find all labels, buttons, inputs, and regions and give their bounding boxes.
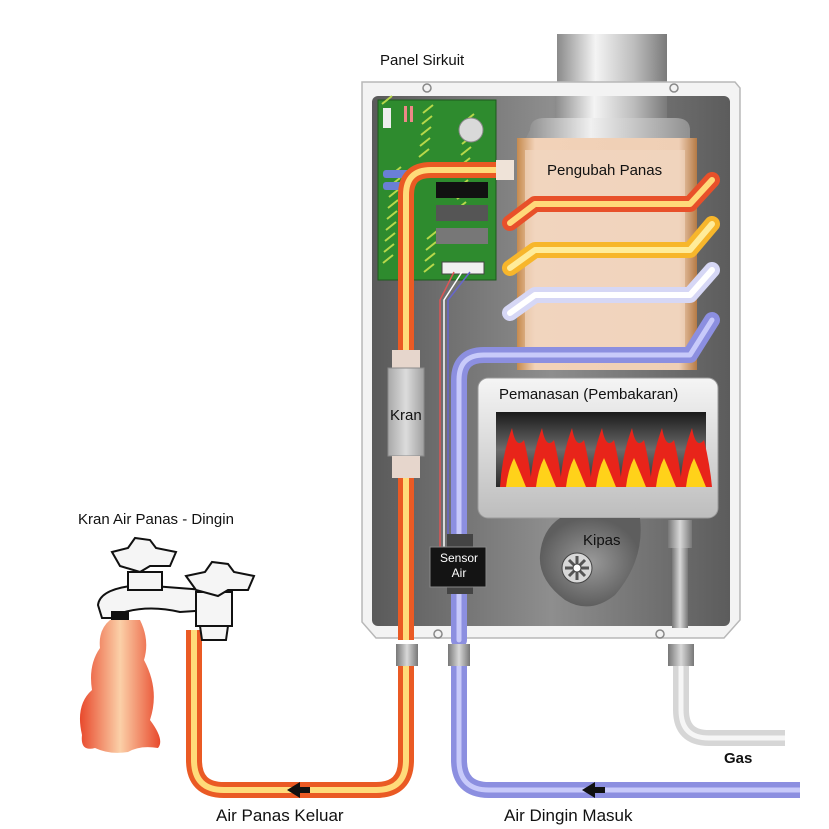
pcb-trace <box>419 137 431 147</box>
flame <box>530 428 562 487</box>
pcb-trace <box>383 243 395 253</box>
pcb-trace <box>385 221 397 231</box>
label-sensor-line1: Sensor <box>439 551 479 565</box>
label-sensor-line2: Air <box>451 566 467 580</box>
cold-inlet-fitting <box>448 644 470 666</box>
sensor-wire <box>439 271 455 550</box>
sensor-wire <box>447 271 471 550</box>
pipe-connector <box>496 160 514 180</box>
pcb-trace <box>460 146 472 156</box>
heat-exchanger-top <box>525 118 690 140</box>
coil-yellow-core <box>507 221 715 271</box>
flame-core <box>656 458 676 487</box>
water-valve-body <box>387 367 425 457</box>
cold-pipe-highlight <box>456 317 715 643</box>
mounting-screw <box>433 629 443 639</box>
flame <box>650 428 682 487</box>
flame-core <box>596 458 616 487</box>
flame <box>500 428 532 487</box>
flame <box>590 428 622 487</box>
label-air-panas-keluar: Air Panas Keluar <box>216 806 344 825</box>
mounting-screw <box>422 83 432 93</box>
resistor <box>410 106 413 122</box>
pcb-trace <box>381 95 393 105</box>
label-sensor-air: Sensor Air <box>432 551 486 581</box>
chip <box>436 182 488 198</box>
pcb-trace <box>424 252 436 262</box>
flame <box>620 428 652 487</box>
mounting-screw <box>669 83 679 93</box>
flames <box>500 428 712 487</box>
label-kipas: Kipas <box>583 532 621 549</box>
label-panel-sirkuit: Panel Sirkuit <box>380 52 465 69</box>
pcb-trace <box>421 115 433 125</box>
label-air-dingin-masuk: Air Dingin Masuk <box>504 806 633 825</box>
resistor <box>404 106 407 122</box>
pcb-trace <box>387 199 399 209</box>
gas-pipe <box>673 666 785 746</box>
label-gas: Gas <box>724 750 753 767</box>
pcb-trace <box>422 104 434 114</box>
label-kran: Kran <box>390 407 422 424</box>
arrow-left-icon <box>287 782 310 798</box>
gas-valve-fitting <box>668 520 692 548</box>
water-valve <box>392 350 420 368</box>
faucet-icon <box>96 536 256 641</box>
flame <box>680 428 712 487</box>
pcb-trace <box>388 188 400 198</box>
pcb-trace <box>420 126 432 136</box>
flame-core <box>566 458 586 487</box>
mounting-screw <box>655 629 665 639</box>
water-valve <box>392 456 420 478</box>
hot-water-out-pipe <box>186 630 414 798</box>
pcb-trace <box>386 210 398 220</box>
capacitor <box>458 117 484 143</box>
pcb-trace <box>384 232 396 242</box>
hot-outlet-fitting <box>396 644 418 666</box>
flame-core <box>626 458 646 487</box>
hot-pipe-core <box>403 167 497 640</box>
gas-pipe-inner <box>672 548 688 628</box>
pcb-trace <box>425 241 437 251</box>
flame-core <box>506 458 526 487</box>
hot-water-stream <box>79 620 161 753</box>
pcb-trace <box>418 148 430 158</box>
cold-in-pipe-highlight <box>456 666 800 793</box>
flame-core <box>536 458 556 487</box>
gas-inlet-fitting <box>668 644 694 666</box>
sensor-wire <box>443 271 463 550</box>
pcb-trace <box>423 263 435 273</box>
flame <box>560 428 592 487</box>
pcb-trace <box>426 230 438 240</box>
arrow-left-icon <box>582 782 605 798</box>
label-pemanasan: Pemanasan (Pembakaran) <box>499 386 679 403</box>
label-kran-air: Kran Air Panas - Dingin <box>78 511 234 528</box>
pcb-trace <box>382 254 394 264</box>
water-sensor <box>429 546 487 588</box>
connector <box>441 261 485 275</box>
cold-water-in-pipe <box>451 666 800 798</box>
gas-pipe-highlight <box>678 666 785 741</box>
connector <box>383 108 391 128</box>
hot-out-pipe-core <box>191 630 409 793</box>
chip <box>436 228 488 244</box>
label-pengubah-panas: Pengubah Panas <box>547 162 663 179</box>
fan-hub <box>572 563 582 573</box>
coil-white-core <box>507 267 715 316</box>
coil-red-core <box>507 177 715 226</box>
chip <box>436 205 488 221</box>
flame-core <box>686 458 706 487</box>
